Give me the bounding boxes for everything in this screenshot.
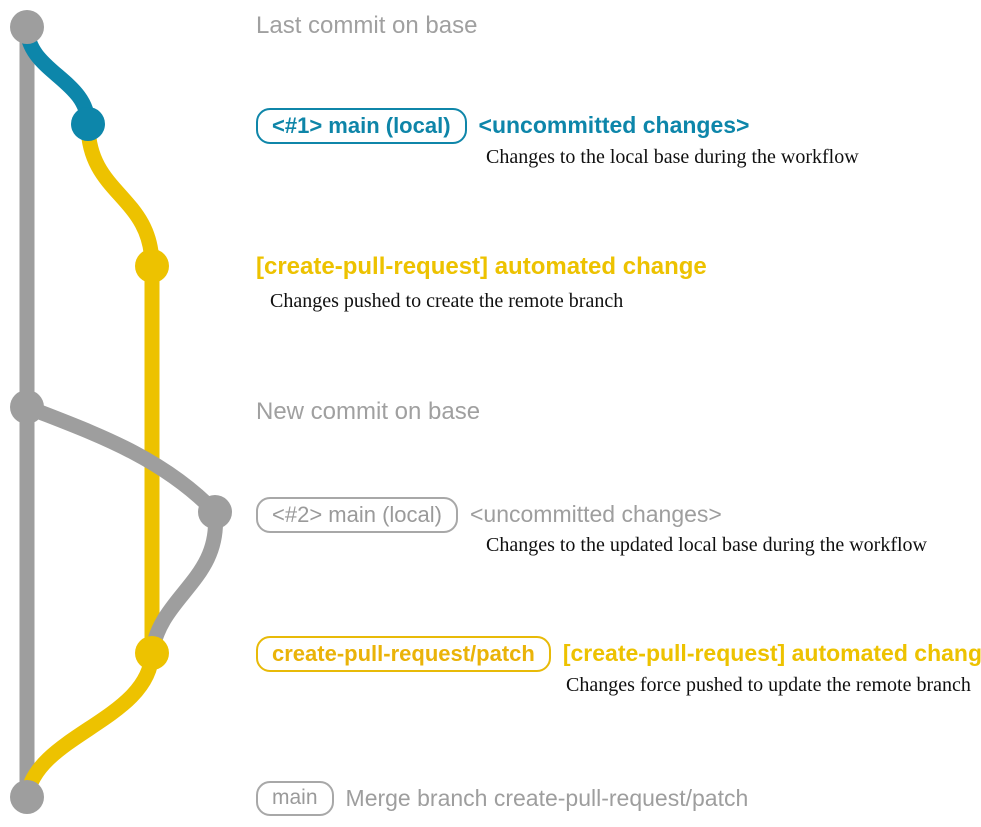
branch-badge-main-local-2[interactable]: <#2> main (local) [256, 497, 458, 534]
commit-note-local-change-2: Changes to the updated local base during… [486, 534, 927, 556]
branch-badge-create-pull-request-patch[interactable]: create-pull-request/patch [256, 636, 551, 673]
node-base-commit-new [10, 390, 44, 424]
commit-subject-new-commit-on-base: New commit on base [256, 398, 481, 425]
commit-graph-svg [10, 10, 232, 814]
commit-note-local-change-1: Changes to the local base during the wor… [486, 146, 859, 168]
commit-subject-uncommitted-changes-1: <uncommitted changes> [478, 112, 750, 139]
node-local-commit-1 [71, 107, 105, 141]
commit-row-automated-change-2: create-pull-request/patch [create-pull-r… [256, 636, 981, 673]
node-local-commit-2 [198, 495, 232, 529]
local-to-patch-line [144, 504, 223, 661]
node-base-commit-top [10, 10, 44, 44]
node-merge-commit [10, 780, 44, 814]
commit-note-automated-change-1: Changes pushed to create the remote bran… [270, 290, 624, 312]
commit-row-merge-commit: main Merge branch create-pull-request/pa… [256, 781, 749, 817]
commit-row-local-change-1: <#1> main (local) <uncommitted changes> [256, 108, 750, 145]
node-patch-commit-2 [135, 636, 169, 670]
commit-subject-automated-change-1: [create-pull-request] automated change [256, 253, 707, 280]
merge-into-base-line [19, 645, 160, 805]
commit-subject-uncommitted-changes-2: <uncommitted changes> [469, 501, 722, 528]
branch-badge-main[interactable]: main [256, 781, 334, 817]
patch-branch-1-line [80, 116, 160, 274]
local-branch-2-line [19, 399, 223, 520]
node-patch-commit-1 [135, 249, 169, 283]
branch-badge-main-local-1[interactable]: <#1> main (local) [256, 108, 467, 145]
commit-subject-last-commit-on-base: Last commit on base [256, 12, 478, 39]
commit-note-automated-change-2: Changes force pushed to update the remot… [566, 674, 971, 696]
commit-subject-merge-commit: Merge branch create-pull-request/patch [345, 784, 749, 811]
commit-subject-automated-change-2: [create-pull-request] automated change [562, 640, 981, 667]
commit-row-local-change-2: <#2> main (local) <uncommitted changes> [256, 497, 722, 534]
